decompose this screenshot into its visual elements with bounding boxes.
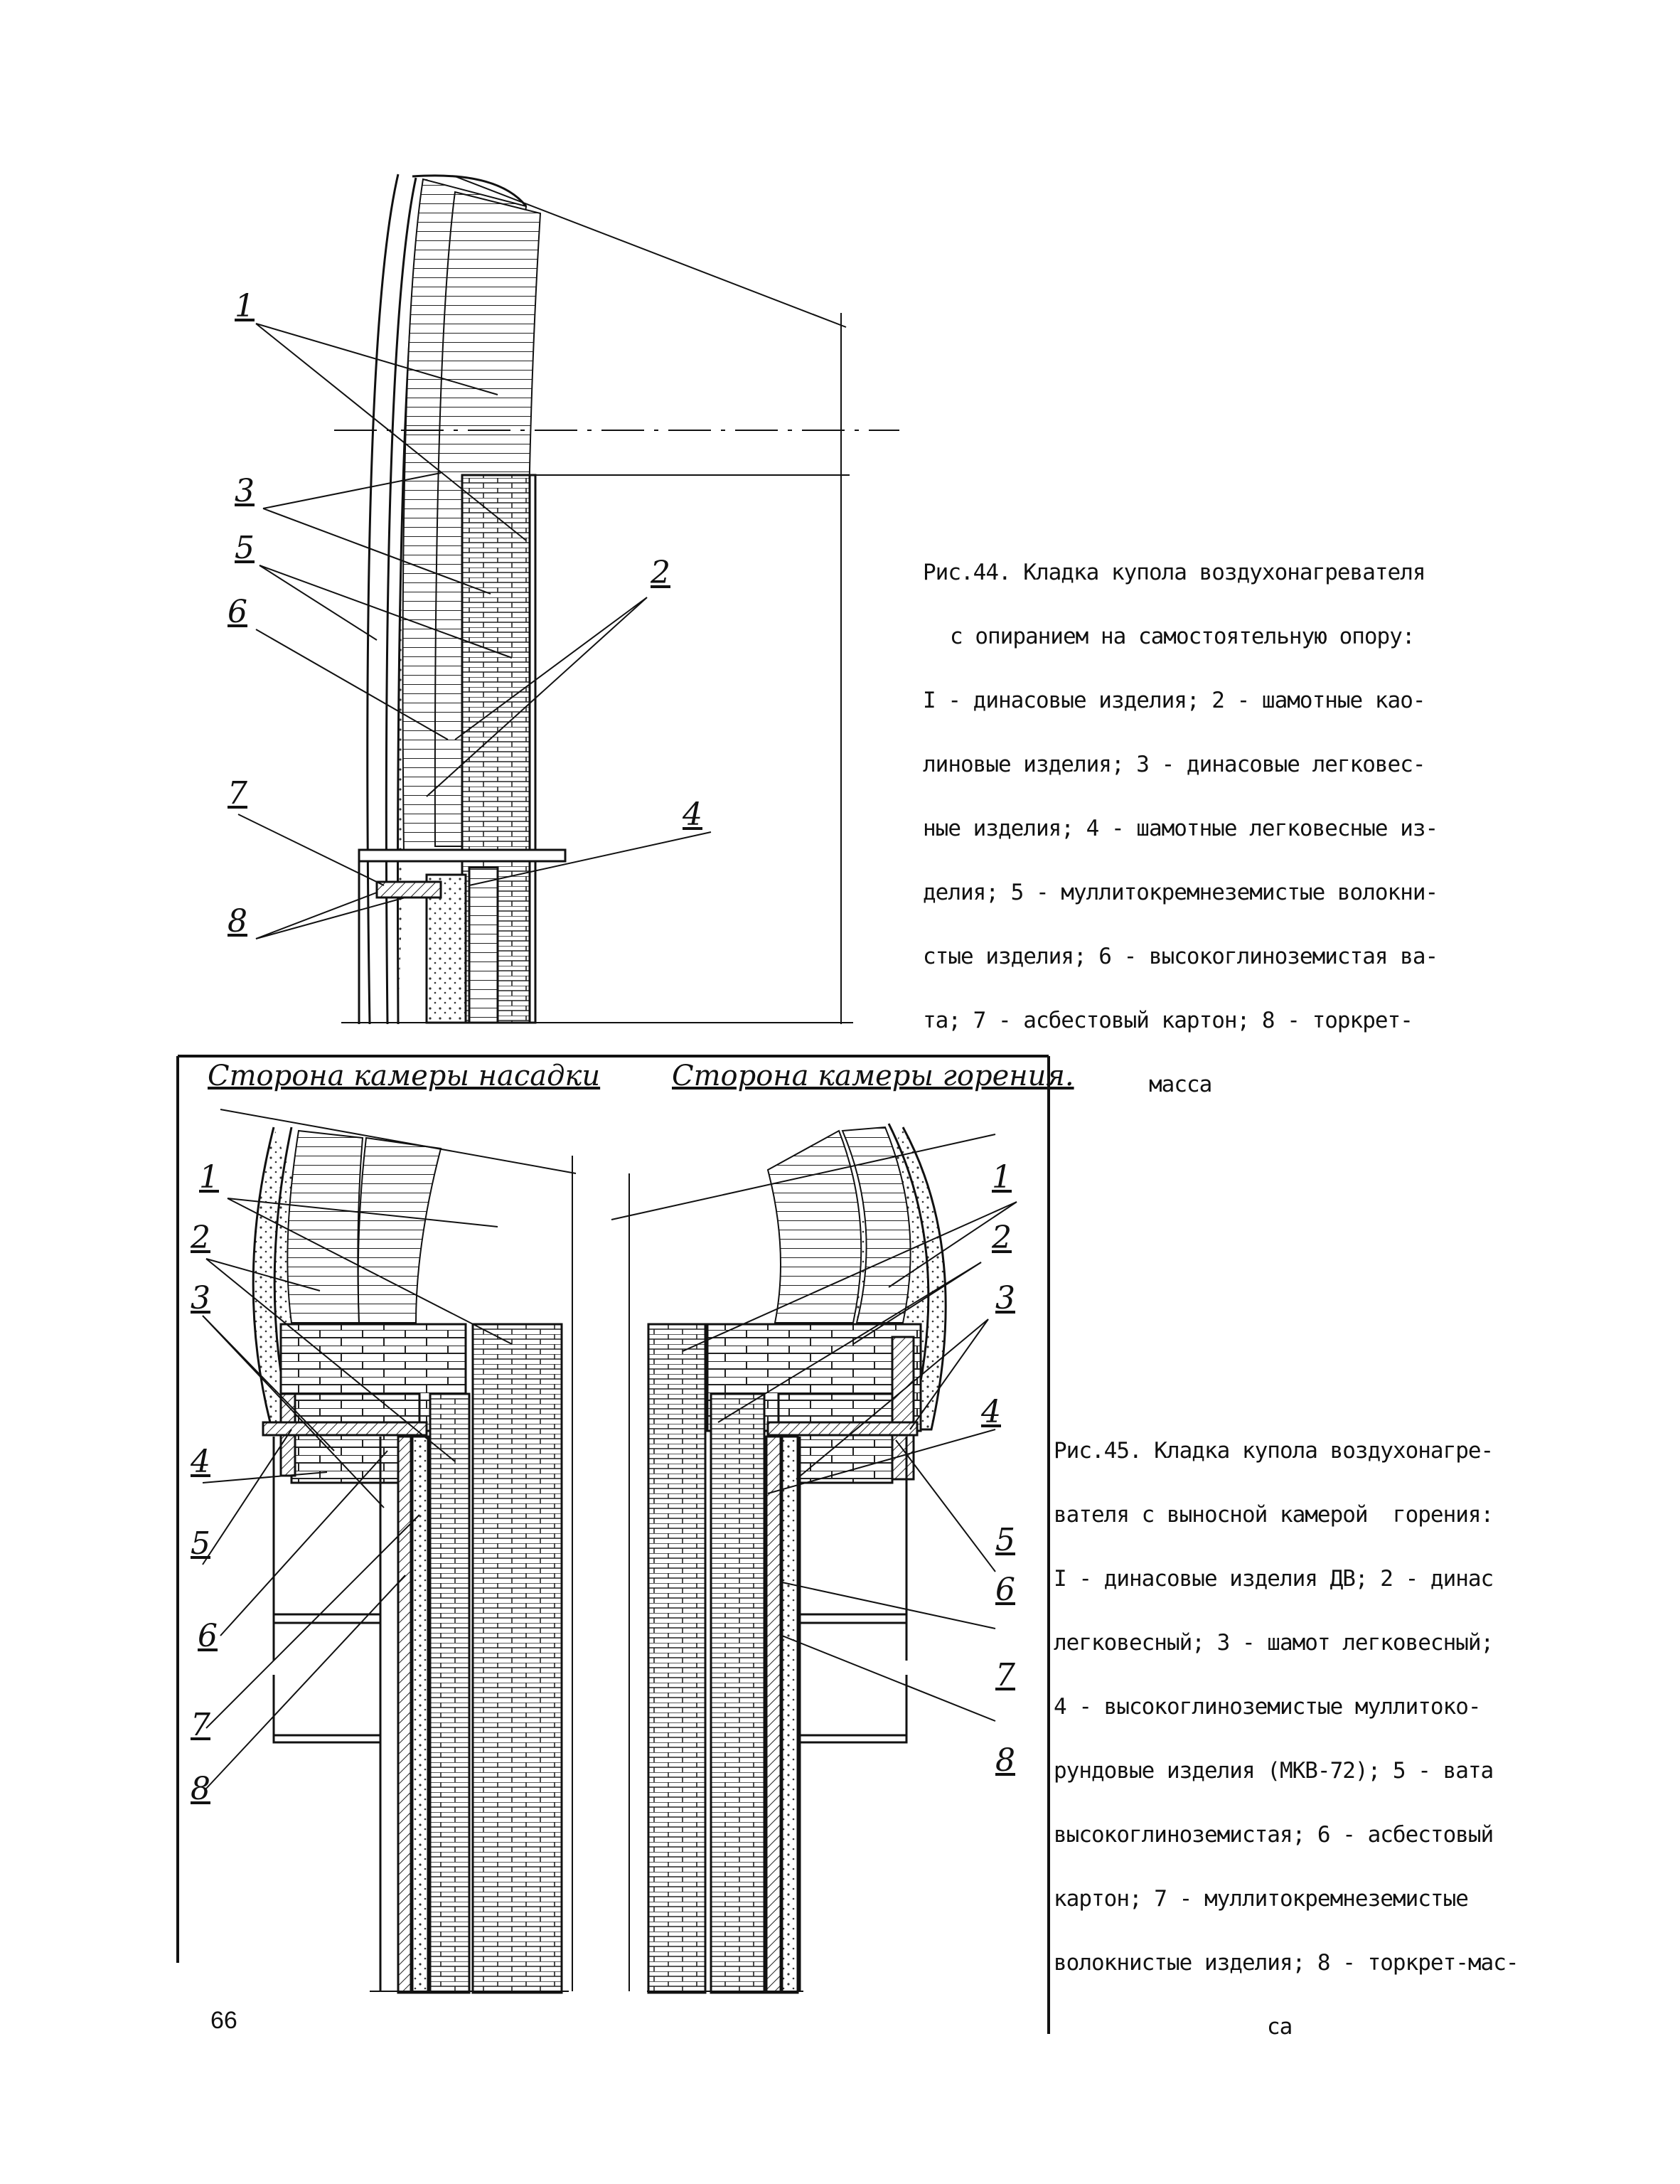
fig44-label-4: 4 xyxy=(683,797,702,833)
figure-45-caption: Рис.45. Кладка купола воздухонагре- вате… xyxy=(1054,1397,1519,2059)
fig45-caption-line: картон; 7 - муллитокремнеземистые xyxy=(1054,1886,1469,1912)
fig45-caption-line: вателя с выносной камерой горения: xyxy=(1054,1502,1494,1528)
fig45-right-label-1: 1 xyxy=(992,1159,1012,1195)
fig44-caption-line: Рис.44. Кладка купола воздухонагревателя xyxy=(923,560,1426,585)
fig45-right-label-8: 8 xyxy=(995,1742,1015,1779)
fig45-caption-line: легковесный; 3 - шамот легковесный; xyxy=(1054,1630,1494,1656)
fig44-caption-line: масса xyxy=(1149,1072,1212,1097)
fig44-label-6: 6 xyxy=(228,594,247,630)
fig45-caption-line: 4 - высокоглиноземистые муллитоко- xyxy=(1054,1694,1482,1720)
fig45-left-label-6: 6 xyxy=(198,1618,218,1654)
fig45-left-label-2: 2 xyxy=(191,1220,210,1256)
page-number: 66 xyxy=(210,2007,237,2034)
fig44-label-2: 2 xyxy=(651,555,670,591)
figure-45-left-drawing xyxy=(202,1109,577,1994)
fig45-right-title: Сторона камеры горения. xyxy=(672,1060,1074,1092)
fig45-caption-line: волокнистые изделия; 8 - торкрет-мас- xyxy=(1054,1950,1519,1976)
figure-44-caption: Рис.44. Кладка купола воздухонагревателя… xyxy=(923,519,1438,1117)
fig44-caption-line: линовые изделия; 3 - динасовые легковес- xyxy=(923,752,1426,777)
fig44-caption-line: I - динасовые изделия; 2 - шамотные као- xyxy=(923,688,1426,713)
fig45-left-label-8: 8 xyxy=(191,1771,210,1807)
fig44-caption-line: та; 7 - асбестовый картон; 8 - торкрет- xyxy=(923,1008,1413,1033)
fig45-caption-line: высокоглиноземистая; 6 - асбестовый xyxy=(1054,1822,1494,1848)
fig44-caption-line: ные изделия; 4 - шамотные легковесные из… xyxy=(923,816,1438,841)
figure-45-right-drawing xyxy=(611,1123,1017,1994)
fig44-label-1: 1 xyxy=(235,288,255,324)
fig45-right-label-4: 4 xyxy=(981,1394,1001,1430)
fig45-right-label-7: 7 xyxy=(995,1657,1015,1693)
fig44-label-8: 8 xyxy=(228,903,247,939)
fig45-right-label-3: 3 xyxy=(995,1280,1015,1316)
fig45-caption-line: I - динасовые изделия ДВ; 2 - динас xyxy=(1054,1566,1494,1592)
fig44-caption-line: с опиранием на самостоятельную опору: xyxy=(950,624,1416,649)
fig45-right-label-5: 5 xyxy=(995,1522,1015,1558)
fig45-left-label-5: 5 xyxy=(191,1525,210,1562)
fig45-left-title: Сторона камеры насадки xyxy=(208,1060,601,1092)
fig45-caption-line: рундовые изделия (МКВ-72); 5 - вата xyxy=(1054,1758,1494,1784)
fig44-caption-line: делия; 5 - муллитокремнеземистые волокни… xyxy=(923,880,1438,905)
figure-45-frame xyxy=(176,1055,1050,2034)
fig45-left-label-7: 7 xyxy=(191,1707,210,1743)
fig45-right-label-6: 6 xyxy=(995,1572,1015,1608)
fig44-label-5: 5 xyxy=(235,530,255,566)
fig45-right-label-2: 2 xyxy=(992,1220,1012,1256)
fig44-label-3: 3 xyxy=(235,473,255,509)
fig44-label-7: 7 xyxy=(228,775,247,811)
fig45-left-label-1: 1 xyxy=(199,1159,219,1195)
fig45-caption-line: са xyxy=(1267,2014,1293,2040)
fig45-left-label-4: 4 xyxy=(191,1444,210,1480)
fig45-caption-line: Рис.45. Кладка купола воздухонагре- xyxy=(1054,1438,1494,1464)
figure-44-drawing xyxy=(237,174,899,1025)
fig44-caption-line: стые изделия; 6 - высокоглиноземистая ва… xyxy=(923,944,1438,969)
fig45-left-label-3: 3 xyxy=(191,1280,210,1316)
